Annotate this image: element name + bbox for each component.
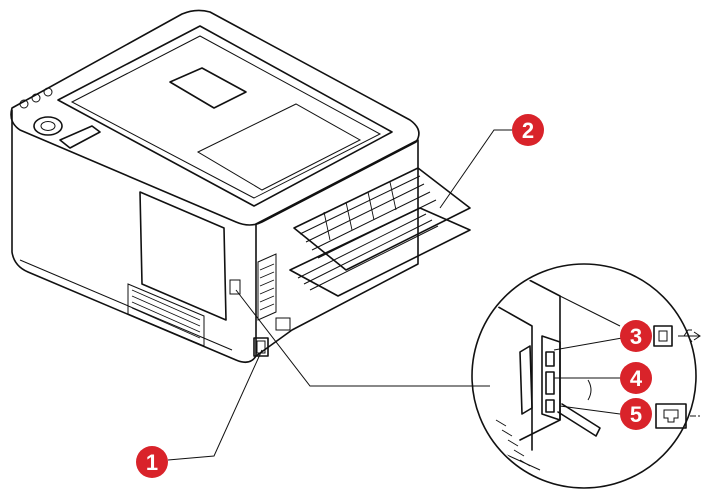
rear-vent <box>257 253 277 321</box>
callout-1-badge <box>136 446 168 478</box>
callout-3: 3 <box>620 320 652 352</box>
output-tray-window <box>196 103 362 191</box>
leader-lines <box>167 129 512 461</box>
usb-port[interactable] <box>545 351 555 367</box>
leader-line-1 <box>167 349 263 461</box>
panel-button[interactable] <box>59 125 101 149</box>
callout-5: 5 <box>620 398 652 430</box>
control-panel <box>19 87 101 149</box>
printer-right-face <box>255 139 419 357</box>
callout-1: 1 <box>136 446 168 478</box>
rear-connector-area <box>229 279 291 357</box>
zoom-detail <box>471 263 697 489</box>
front-vent <box>127 283 205 347</box>
parallel-port[interactable] <box>545 371 555 395</box>
front-lower-edge <box>19 259 233 351</box>
panel-led-3 <box>43 87 53 97</box>
callout-4-badge <box>620 362 652 394</box>
callout-3-label: 3 <box>630 324 642 349</box>
usb-icon <box>653 325 701 347</box>
callout-4-label: 4 <box>630 366 643 391</box>
port-panel <box>541 335 561 421</box>
printer-top-surface <box>10 9 420 226</box>
side-cover-panel <box>139 191 227 321</box>
zoom-circle <box>471 263 697 489</box>
panel-led-2 <box>31 93 41 103</box>
power-socket[interactable] <box>253 337 269 357</box>
leader-line-zoom <box>235 289 490 387</box>
printer-lid <box>57 25 393 207</box>
printer-body <box>10 9 471 364</box>
callout-5-badge <box>620 398 652 430</box>
callout-4: 4 <box>620 362 652 394</box>
callout-2-badge <box>512 114 544 146</box>
power-switch[interactable] <box>229 279 241 295</box>
network-icon <box>655 403 700 429</box>
rear-port-block <box>275 317 291 331</box>
rear-output-tray <box>289 167 471 297</box>
network-port[interactable] <box>545 399 555 413</box>
panel-dial[interactable] <box>33 116 63 136</box>
leader-line-5 <box>559 405 621 415</box>
callout-1-label: 1 <box>146 450 158 475</box>
callout-3-badge <box>620 320 652 352</box>
lid-inner-edge <box>70 35 382 199</box>
leader-line-3 <box>553 337 623 351</box>
callout-2: 2 <box>512 114 544 146</box>
callout-2-label: 2 <box>522 118 534 143</box>
lid-handle <box>169 67 247 109</box>
leader-line-2 <box>439 129 512 209</box>
panel-led-1 <box>19 99 29 109</box>
callout-5-label: 5 <box>630 402 642 427</box>
printer-front-face <box>11 109 257 364</box>
